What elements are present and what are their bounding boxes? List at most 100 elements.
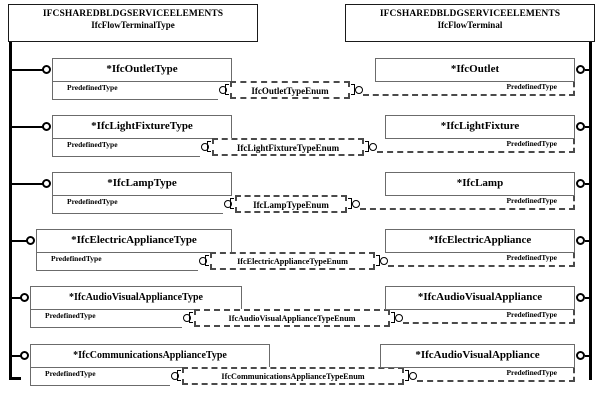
attribute-compartment-left-3: PredefinedType bbox=[52, 196, 223, 214]
attribute-label-right-3: PredefinedType bbox=[506, 196, 557, 205]
entity-name-left-1: *IfcOutletType bbox=[106, 63, 178, 75]
entity-box-left-2[interactable]: *IfcLightFixtureType bbox=[52, 115, 232, 139]
attribute-label-left-1: PredefinedType bbox=[67, 83, 118, 92]
attribute-label-left-3: PredefinedType bbox=[67, 197, 118, 206]
entity-box-right-6[interactable]: *IfcAudioVisualAppliance bbox=[380, 344, 575, 368]
connector-circle-left-2 bbox=[42, 122, 51, 131]
attribute-label-right-6: PredefinedType bbox=[506, 368, 557, 377]
entity-box-right-3[interactable]: *IfcLamp bbox=[385, 172, 575, 196]
entity-name-right-1: *IfcOutlet bbox=[450, 63, 500, 75]
enum-endpoint-circle-left-5 bbox=[183, 314, 191, 322]
enum-box-2[interactable]: IfcLightFixtureTypeEnum bbox=[212, 138, 364, 156]
attribute-compartment-left-2: PredefinedType bbox=[52, 139, 200, 157]
enum-box-6[interactable]: IfcCommunicationsApplianceTypeEnum bbox=[182, 367, 404, 385]
enum-bracket-tick-left-3 bbox=[230, 198, 234, 209]
connector-circle-left-3 bbox=[42, 179, 51, 188]
attribute-compartment-right-3: PredefinedType bbox=[360, 196, 575, 210]
package-right-name: IfcFlowTerminal bbox=[437, 19, 503, 30]
enum-bracket-tick-right-3 bbox=[348, 198, 352, 209]
enum-box-3[interactable]: IfcLampTypeEnum bbox=[235, 195, 347, 213]
attribute-compartment-left-6: PredefinedType bbox=[30, 368, 170, 386]
enum-endpoint-circle-right-1 bbox=[355, 86, 363, 94]
enum-bracket-tick-left-2 bbox=[207, 141, 211, 152]
connector-branch-left-3 bbox=[11, 183, 43, 185]
attribute-compartment-right-6: PredefinedType bbox=[417, 368, 575, 382]
package-left-name: IfcFlowTerminalType bbox=[91, 19, 175, 30]
enum-bracket-tick-left-6 bbox=[177, 370, 181, 381]
enum-bracket-tick-right-4 bbox=[376, 255, 380, 266]
attribute-compartment-right-4: PredefinedType bbox=[388, 253, 575, 267]
connector-branch-left-6 bbox=[11, 355, 21, 357]
package-header-left: IFCSHAREDBLDGSERVICEELEMENTS IfcFlowTerm… bbox=[8, 4, 258, 42]
entity-box-right-1[interactable]: *IfcOutlet bbox=[375, 58, 575, 82]
enum-endpoint-circle-right-6 bbox=[409, 372, 417, 380]
enum-bracket-tick-right-5 bbox=[391, 312, 395, 323]
attribute-label-right-5: PredefinedType bbox=[506, 310, 557, 319]
enum-endpoint-circle-right-4 bbox=[380, 257, 388, 265]
connector-circle-left-5 bbox=[20, 293, 29, 302]
attribute-label-right-1: PredefinedType bbox=[506, 82, 557, 91]
entity-name-left-2: *IfcLightFixtureType bbox=[91, 120, 193, 132]
enum-endpoint-circle-left-6 bbox=[171, 372, 179, 380]
attribute-compartment-right-2: PredefinedType bbox=[377, 139, 575, 153]
attribute-label-right-4: PredefinedType bbox=[506, 253, 557, 262]
connector-branch-left-1 bbox=[11, 69, 43, 71]
connector-branch-right-6 bbox=[585, 355, 589, 357]
attribute-compartment-left-5: PredefinedType bbox=[30, 310, 182, 328]
connector-circle-right-1 bbox=[576, 65, 585, 74]
enum-box-1[interactable]: IfcOutletTypeEnum bbox=[230, 81, 350, 99]
entity-box-left-1[interactable]: *IfcOutletType bbox=[52, 58, 232, 82]
connector-circle-right-5 bbox=[576, 293, 585, 302]
attribute-compartment-left-4: PredefinedType bbox=[36, 253, 198, 271]
enum-label-2: IfcLightFixtureTypeEnum bbox=[236, 143, 340, 153]
connector-branch-left-2 bbox=[11, 126, 43, 128]
enum-endpoint-circle-left-2 bbox=[201, 143, 209, 151]
entity-box-right-5[interactable]: *IfcAudioVisualAppliance bbox=[385, 286, 575, 310]
entity-name-left-3: *IfcLampType bbox=[107, 177, 177, 189]
entity-box-left-3[interactable]: *IfcLampType bbox=[52, 172, 232, 196]
enum-endpoint-circle-right-2 bbox=[369, 143, 377, 151]
entity-box-left-5[interactable]: *IfcAudioVisualApplianceType bbox=[30, 286, 242, 310]
enum-bracket-tick-right-1 bbox=[351, 84, 355, 95]
attribute-label-left-4: PredefinedType bbox=[51, 254, 102, 263]
connector-circle-right-6 bbox=[576, 351, 585, 360]
entity-box-left-4[interactable]: *IfcElectricApplianceType bbox=[36, 229, 232, 253]
entity-box-left-6[interactable]: *IfcCommunicationsApplianceType bbox=[30, 344, 270, 368]
entity-name-right-6: *IfcAudioVisualAppliance bbox=[415, 349, 540, 361]
attribute-compartment-right-5: PredefinedType bbox=[403, 310, 575, 324]
connector-branch-right-3 bbox=[585, 183, 589, 185]
connector-branch-left-4 bbox=[11, 240, 27, 242]
entity-box-right-2[interactable]: *IfcLightFixture bbox=[385, 115, 575, 139]
enum-box-4[interactable]: IfcElectricApplianceTypeEnum bbox=[210, 252, 375, 270]
connector-circle-right-4 bbox=[576, 236, 585, 245]
enum-box-5[interactable]: IfcAudioVisualApplianceTypeEnum bbox=[194, 309, 390, 327]
attribute-label-left-5: PredefinedType bbox=[45, 311, 96, 320]
enum-endpoint-circle-right-5 bbox=[395, 314, 403, 322]
enum-label-3: IfcLampTypeEnum bbox=[253, 200, 329, 210]
entity-name-left-5: *IfcAudioVisualApplianceType bbox=[69, 292, 203, 303]
package-header-right: IFCSHAREDBLDGSERVICEELEMENTS IfcFlowTerm… bbox=[345, 4, 595, 42]
entity-name-left-6: *IfcCommunicationsApplianceType bbox=[73, 350, 227, 361]
enum-bracket-tick-right-2 bbox=[365, 141, 369, 152]
entity-name-right-2: *IfcLightFixture bbox=[440, 120, 520, 132]
trunk-line-right-vertical bbox=[589, 42, 592, 380]
enum-bracket-tick-left-5 bbox=[189, 312, 193, 323]
package-right-schema: IFCSHAREDBLDGSERVICEELEMENTS bbox=[379, 9, 561, 19]
trunk-line-left-bottom bbox=[9, 377, 21, 380]
enum-label-6: IfcCommunicationsApplianceTypeEnum bbox=[221, 372, 365, 381]
attribute-compartment-left-1: PredefinedType bbox=[52, 82, 218, 100]
enum-bracket-tick-right-6 bbox=[405, 370, 409, 381]
trunk-line-left-vertical bbox=[9, 42, 12, 380]
enum-label-5: IfcAudioVisualApplianceTypeEnum bbox=[228, 314, 356, 323]
connector-branch-right-5 bbox=[585, 297, 589, 299]
connector-circle-right-2 bbox=[576, 122, 585, 131]
entity-box-right-4[interactable]: *IfcElectricAppliance bbox=[385, 229, 575, 253]
attribute-label-left-2: PredefinedType bbox=[67, 140, 118, 149]
connector-branch-left-5 bbox=[11, 297, 21, 299]
enum-endpoint-circle-left-4 bbox=[199, 257, 207, 265]
enum-label-1: IfcOutletTypeEnum bbox=[251, 86, 329, 96]
connector-circle-left-1 bbox=[42, 65, 51, 74]
enum-endpoint-circle-right-3 bbox=[352, 200, 360, 208]
connector-branch-right-1 bbox=[585, 69, 589, 71]
connector-circle-left-6 bbox=[20, 351, 29, 360]
